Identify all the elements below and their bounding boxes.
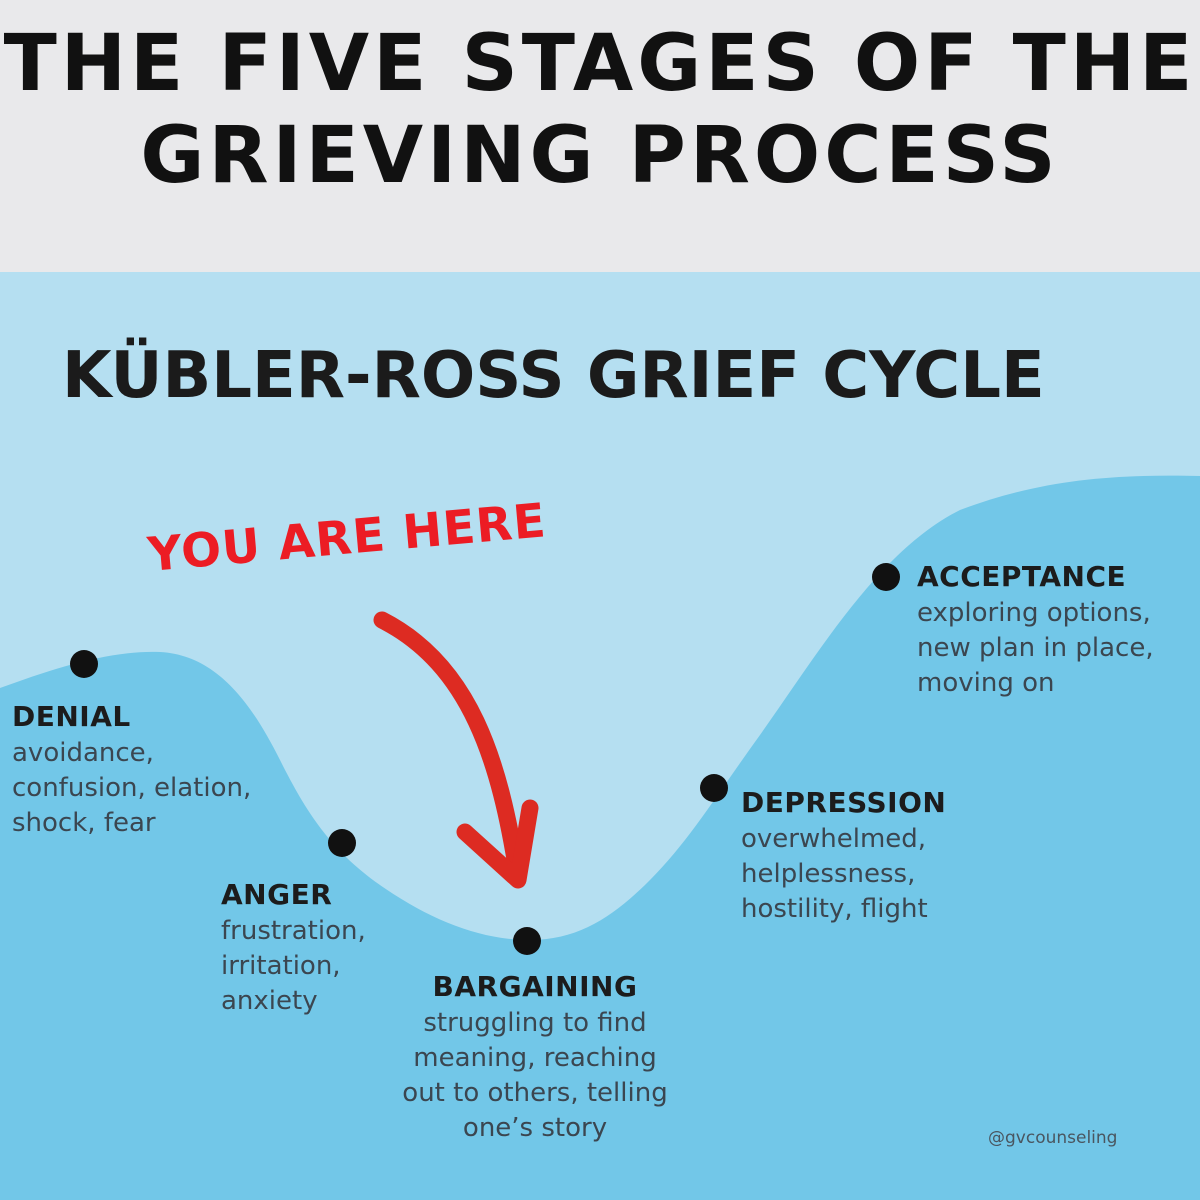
- bargaining-description-line: struggling to find: [423, 1008, 647, 1038]
- diagram-title: KÜBLER-ROSS GRIEF CYCLE: [62, 339, 1045, 413]
- header-band: THE FIVE STAGES OF THE GRIEVING PROCESS: [0, 0, 1200, 272]
- acceptance-description: exploring options, new plan in place, mo…: [917, 596, 1154, 701]
- anger-label: ANGER: [221, 878, 333, 911]
- denial-label: DENIAL: [12, 700, 131, 733]
- bargaining-description: struggling to find meaning, reaching out…: [370, 1006, 700, 1146]
- depression-dot: [700, 774, 728, 802]
- bargaining-description-line: meaning, reaching: [413, 1043, 657, 1073]
- page-title-line-1: THE FIVE STAGES OF THE: [3, 19, 1197, 109]
- depression-description-line: helplessness,: [741, 859, 916, 889]
- you-are-here-arrow: [373, 611, 527, 887]
- grief-curve-hill: [0, 475, 1200, 1200]
- anger-description-line: irritation,: [221, 951, 341, 981]
- acceptance-label: ACCEPTANCE: [917, 560, 1127, 593]
- bargaining-description-line: one’s story: [462, 1113, 608, 1143]
- denial-description-line: confusion, elation,: [12, 773, 252, 803]
- denial-description: avoidance, confusion, elation, shock, fe…: [12, 736, 251, 841]
- denial-description-line: avoidance,: [12, 738, 154, 768]
- acceptance-description-line: exploring options,: [917, 598, 1151, 628]
- denial-description-line: shock, fear: [12, 808, 156, 838]
- denial-dot: [70, 650, 98, 678]
- bargaining-description-line: out to others, telling: [402, 1078, 668, 1108]
- anger-dot: [328, 829, 356, 857]
- page-title: THE FIVE STAGES OF THE GRIEVING PROCESS: [0, 18, 1200, 202]
- page-title-line-2: GRIEVING PROCESS: [140, 111, 1060, 201]
- acceptance-dot: [872, 563, 900, 591]
- depression-label: DEPRESSION: [741, 786, 947, 819]
- acceptance-description-line: new plan in place,: [917, 633, 1154, 663]
- anger-description-line: frustration,: [221, 916, 366, 946]
- anger-description-line: anxiety: [221, 986, 318, 1016]
- depression-description: overwhelmed, helplessness, hostility, fl…: [741, 822, 928, 927]
- acceptance-description-line: moving on: [917, 668, 1055, 698]
- bargaining-label: BARGAINING: [432, 970, 638, 1003]
- depression-description-line: hostility, flight: [741, 894, 928, 924]
- you-are-here-arrowhead: [456, 799, 539, 889]
- anger-description: frustration, irritation, anxiety: [221, 914, 366, 1019]
- bargaining-dot: [513, 927, 541, 955]
- social-handle: @gvcounseling: [988, 1128, 1118, 1148]
- depression-description-line: overwhelmed,: [741, 824, 927, 854]
